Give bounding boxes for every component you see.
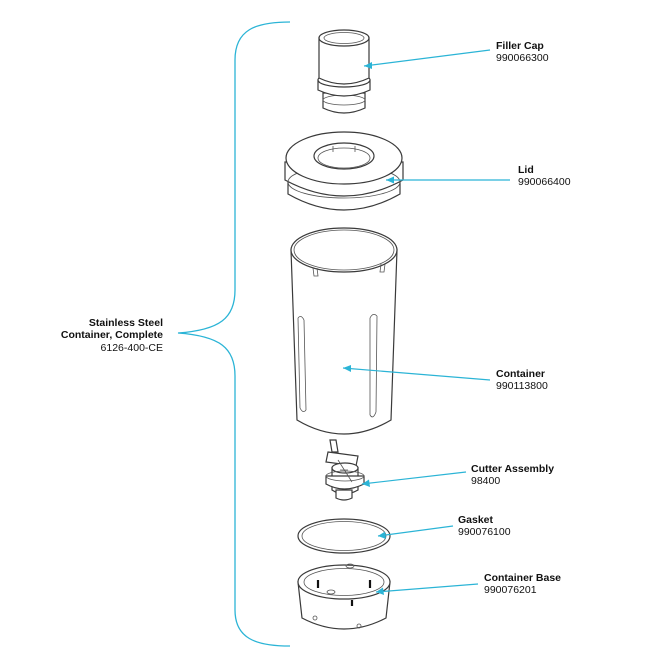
container-callout: Container 990113800 bbox=[342, 365, 548, 392]
cutter-assembly-name: Cutter Assembly bbox=[471, 463, 554, 475]
filler-cap-callout: Filler Cap 990066300 bbox=[363, 40, 549, 69]
filler-cap-name: Filler Cap bbox=[496, 40, 544, 52]
container-name: Container bbox=[496, 368, 545, 380]
filler-cap-number: 990066300 bbox=[496, 52, 549, 64]
cutter-assembly-callout: Cutter Assembly 98400 bbox=[361, 463, 554, 487]
cutter-assembly-number: 98400 bbox=[471, 475, 500, 487]
lid-name: Lid bbox=[518, 164, 534, 176]
container-base-callout: Container Base 990076201 bbox=[375, 572, 561, 596]
gasket-callout: Gasket 990076100 bbox=[377, 514, 511, 539]
lid-number: 990066400 bbox=[518, 176, 571, 188]
lid-callout: Lid 990066400 bbox=[386, 164, 571, 188]
container-base-name: Container Base bbox=[484, 572, 561, 584]
assembly-part-number: 6126-400-CE bbox=[101, 342, 163, 354]
assembly-label: Stainless Steel Container, Complete 6126… bbox=[61, 317, 163, 354]
gasket-number: 990076100 bbox=[458, 526, 511, 538]
assembly-title-line1: Stainless Steel bbox=[89, 317, 163, 329]
gasket-name: Gasket bbox=[458, 514, 494, 526]
assembly-title-line2: Container, Complete bbox=[61, 329, 163, 341]
cutter-assembly-drawing bbox=[325, 439, 365, 501]
container-base-number: 990076201 bbox=[484, 584, 537, 596]
container-base-drawing bbox=[297, 563, 391, 630]
container-drawing bbox=[290, 227, 398, 435]
lid-drawing bbox=[284, 131, 404, 211]
assembly-brace bbox=[177, 21, 291, 647]
gasket-drawing bbox=[297, 518, 391, 554]
filler-cap-drawing bbox=[317, 29, 371, 114]
container-number: 990113800 bbox=[496, 380, 548, 392]
